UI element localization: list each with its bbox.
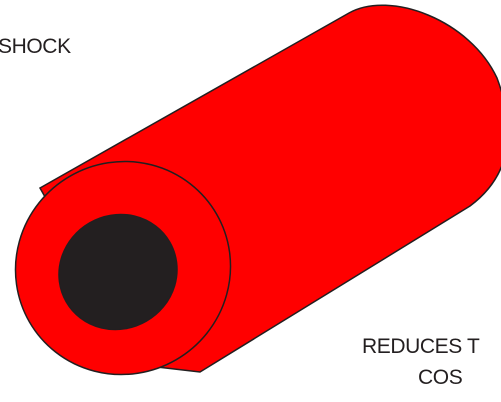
reduces-label-line1: REDUCES T	[362, 335, 480, 358]
tube-inner-hole	[58, 213, 178, 331]
shock-label: SHOCK	[0, 35, 71, 58]
cylinder-body	[14, 4, 501, 376]
reduces-label-line2: COS	[418, 366, 463, 389]
